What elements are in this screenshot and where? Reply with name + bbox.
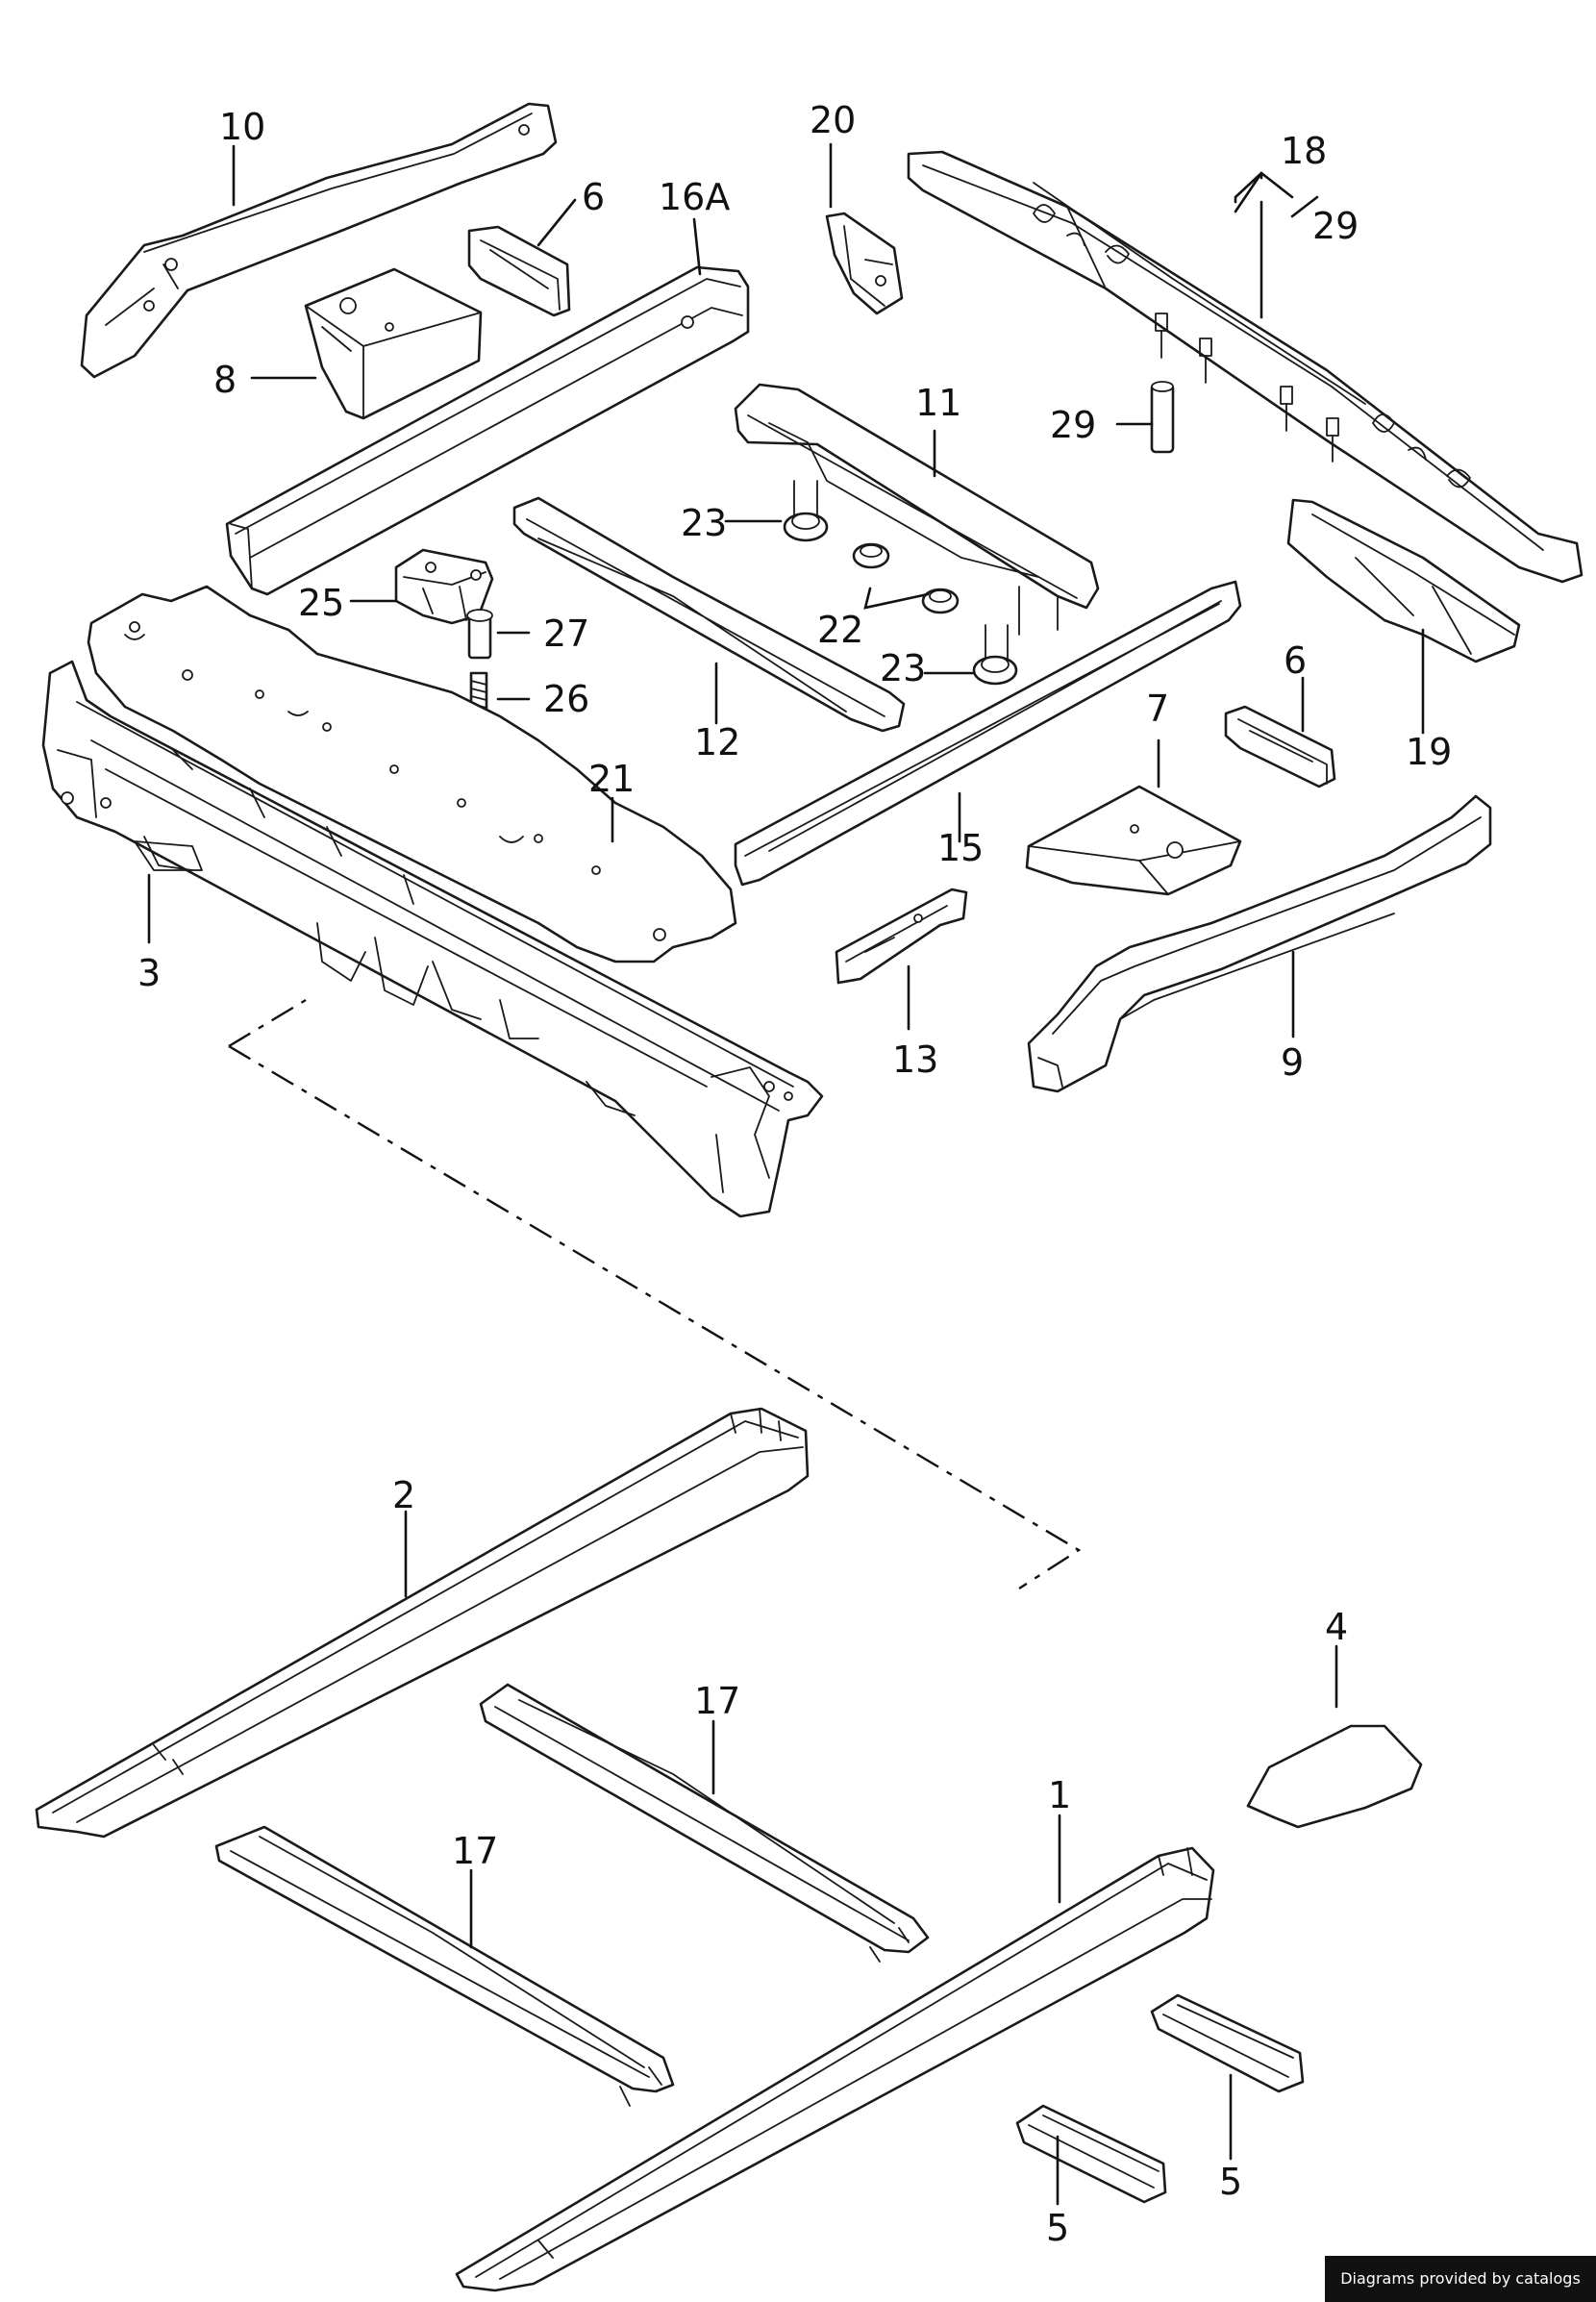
part-6-bracket-upper xyxy=(467,225,571,317)
part-29-pin xyxy=(1150,381,1175,454)
part-23-mount-upper xyxy=(783,480,829,542)
part-5-bracket-right xyxy=(1150,1993,1305,2093)
connection-dash-line xyxy=(228,998,1082,1590)
part-22-mount-b xyxy=(921,588,960,614)
part-17-crossbar-lower xyxy=(214,1825,675,2107)
label-10: 10 xyxy=(219,106,265,148)
label-11: 11 xyxy=(915,382,961,424)
part-1-sill xyxy=(455,1846,1215,2292)
label-13: 13 xyxy=(892,1038,938,1081)
label-23-lower: 23 xyxy=(880,647,926,689)
part-8-box-bracket xyxy=(304,267,483,420)
part-18-rear-cross-member xyxy=(907,150,1584,584)
label-21: 21 xyxy=(588,758,635,800)
leader-lines xyxy=(147,142,1425,2206)
part-15-long-bar xyxy=(734,580,1242,887)
part-11-cross-member xyxy=(734,383,1100,636)
label-2: 2 xyxy=(392,1474,415,1516)
part-19-bracket xyxy=(1286,498,1521,663)
label-5-left: 5 xyxy=(1046,2207,1069,2249)
part-2-sill xyxy=(35,1407,810,1839)
label-23-upper: 23 xyxy=(681,502,727,544)
label-17-lower: 17 xyxy=(452,1830,498,1872)
label-26: 26 xyxy=(543,678,589,720)
label-9: 9 xyxy=(1281,1041,1304,1084)
label-27: 27 xyxy=(543,613,589,655)
part-27-sleeve xyxy=(466,609,493,660)
part-12-cross-member xyxy=(512,496,906,733)
label-3: 3 xyxy=(137,952,161,994)
label-6-upper: 6 xyxy=(582,176,605,218)
part-6-bracket-lower xyxy=(1224,705,1336,788)
part-23-mount-lower xyxy=(972,624,1018,686)
label-15: 15 xyxy=(937,827,984,869)
label-8: 8 xyxy=(213,359,237,401)
part-17-crossbar-upper xyxy=(479,1683,930,1963)
label-20: 20 xyxy=(810,99,856,141)
label-7: 7 xyxy=(1146,688,1169,730)
part-9-side-member xyxy=(1027,794,1492,1093)
part-21-floor-panel xyxy=(87,585,737,963)
label-1: 1 xyxy=(1048,1774,1071,1816)
label-29-pin: 29 xyxy=(1050,404,1096,446)
credit-badge: Diagrams provided by catalogs parts xyxy=(1325,2256,1596,2302)
part-20-bracket xyxy=(825,212,904,315)
label-16a: 16A xyxy=(659,176,730,218)
part-5-bracket-left xyxy=(1015,2104,1167,2204)
label-18: 18 xyxy=(1281,130,1327,172)
part-13-plate xyxy=(835,888,968,985)
part-10-side-member xyxy=(80,102,558,379)
part-22-mount-a xyxy=(852,542,890,569)
label-12: 12 xyxy=(694,721,740,763)
label-25: 25 xyxy=(298,582,344,624)
label-5-right: 5 xyxy=(1219,2161,1242,2203)
label-19: 19 xyxy=(1406,731,1452,773)
part-3-front-frame xyxy=(41,660,824,1218)
part-16a-long-member xyxy=(225,265,750,596)
label-4: 4 xyxy=(1325,1606,1348,1648)
label-29-upper: 29 xyxy=(1312,205,1359,247)
label-22: 22 xyxy=(817,609,863,651)
part-labels: 10 6 16A 20 18 29 8 29 11 23 25 27 22 23… xyxy=(137,99,1452,2249)
label-17-upper: 17 xyxy=(694,1680,740,1722)
label-6-lower: 6 xyxy=(1284,639,1307,682)
part-4-panel xyxy=(1246,1724,1423,1829)
part-7-box-bracket xyxy=(1025,785,1242,896)
